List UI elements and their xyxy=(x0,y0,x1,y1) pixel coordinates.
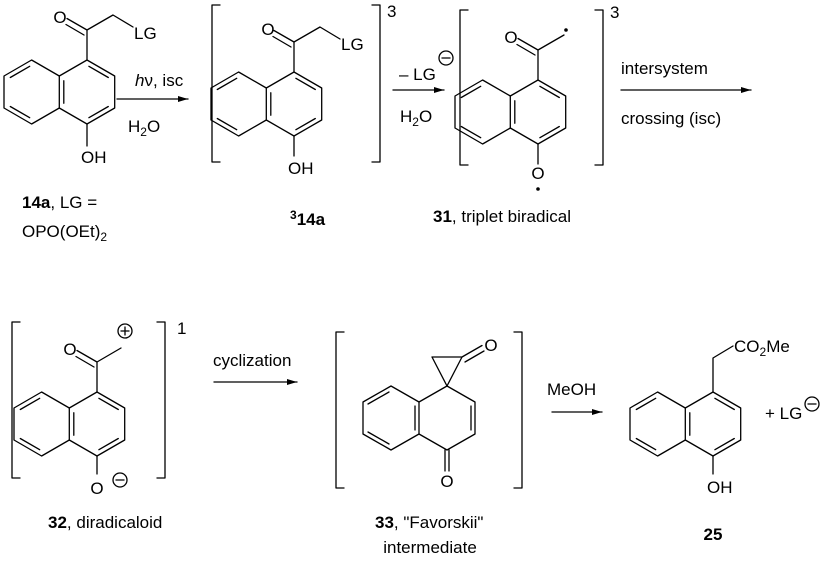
atom-o: O xyxy=(53,8,66,27)
arrow-condition: – LG xyxy=(399,65,436,84)
brackets xyxy=(335,331,523,489)
benzo-ring xyxy=(362,385,420,451)
positive-charge-icon xyxy=(117,323,133,339)
bonds xyxy=(431,344,485,472)
compound-14a: O LG OH 14a, LG = OPO(OEt)2 xyxy=(3,8,157,244)
naphthalene-ring xyxy=(210,71,323,137)
arrow-reagent: MeOH xyxy=(547,380,596,399)
byproduct-lg-anion: + LG xyxy=(765,396,820,423)
atom-o: O xyxy=(90,479,103,498)
compound-label: 314a xyxy=(290,208,326,229)
atom-o: O xyxy=(484,336,497,355)
compound-32: 1 O O 32, diradicaloid xyxy=(11,319,186,532)
spin-multiplicity: 3 xyxy=(610,3,619,22)
compound-label: 25 xyxy=(704,525,723,544)
arrow-photolysis: hν, isc H2O xyxy=(116,71,189,139)
compound-3-14a: 3 O LG OH 314a xyxy=(210,2,396,229)
atom-o: O xyxy=(504,28,517,47)
negative-charge-icon xyxy=(112,472,128,488)
atom-oh: OH xyxy=(81,148,107,167)
atom-o: O xyxy=(63,340,76,359)
arrow-condition: hν, isc xyxy=(135,71,184,90)
atom-o: O xyxy=(531,164,544,183)
compound-label: 14a, LG = xyxy=(22,193,97,212)
atom-lg: LG xyxy=(134,24,157,43)
radical-dot xyxy=(564,28,568,32)
naphthalene-ring xyxy=(3,59,116,125)
radical-dot xyxy=(536,187,540,191)
arrow-reagent: H2O xyxy=(128,117,160,139)
arrow-condition: cyclization xyxy=(213,351,291,370)
brackets xyxy=(11,321,166,479)
naphthalene-ring xyxy=(629,391,742,457)
compound-label: 31, triplet biradical xyxy=(433,207,571,226)
compound-label: 33, "Favorskii" xyxy=(375,513,483,532)
naphthalene-ring xyxy=(13,391,126,457)
bonds xyxy=(75,347,122,475)
bonds xyxy=(712,345,734,475)
arrow-loss-of-lg: – LG H2O xyxy=(392,50,454,129)
dienone-ring xyxy=(418,385,476,451)
compound-label: 32, diradicaloid xyxy=(48,513,162,532)
byproduct-text: + LG xyxy=(765,404,802,423)
atom-o: O xyxy=(440,472,453,491)
naphthalene-ring xyxy=(454,79,567,145)
negative-charge-icon xyxy=(804,396,820,412)
compound-25: CO2Me OH 25 xyxy=(629,337,790,544)
negative-charge-icon xyxy=(438,50,454,66)
atom-o: O xyxy=(261,20,274,39)
brackets xyxy=(211,4,381,163)
bonds xyxy=(272,26,341,157)
atom-oh: OH xyxy=(288,159,314,178)
spin-multiplicity: 3 xyxy=(387,2,396,21)
arrow-condition: intersystem xyxy=(621,59,708,78)
arrow-cyclization: cyclization xyxy=(213,351,298,385)
arrow-isc: intersystem crossing (isc) xyxy=(620,59,752,128)
atom-lg: LG xyxy=(341,35,364,54)
brackets xyxy=(459,9,604,166)
arrow-condition: crossing (isc) xyxy=(621,109,721,128)
leaving-group-formula: OPO(OEt)2 xyxy=(22,222,107,244)
arrow-methanolysis: MeOH xyxy=(547,380,603,415)
compound-31: 3 O O 31, triplet biradical xyxy=(433,3,619,226)
bonds xyxy=(65,14,134,147)
atom-oh: OH xyxy=(707,478,733,497)
compound-33: O O 33, "Favorskii" intermediate xyxy=(335,331,523,557)
compound-label-line2: intermediate xyxy=(383,538,477,557)
bonds xyxy=(516,34,565,165)
arrow-reagent: H2O xyxy=(400,107,432,129)
ester-group: CO2Me xyxy=(734,337,790,359)
spin-multiplicity: 1 xyxy=(177,319,186,338)
